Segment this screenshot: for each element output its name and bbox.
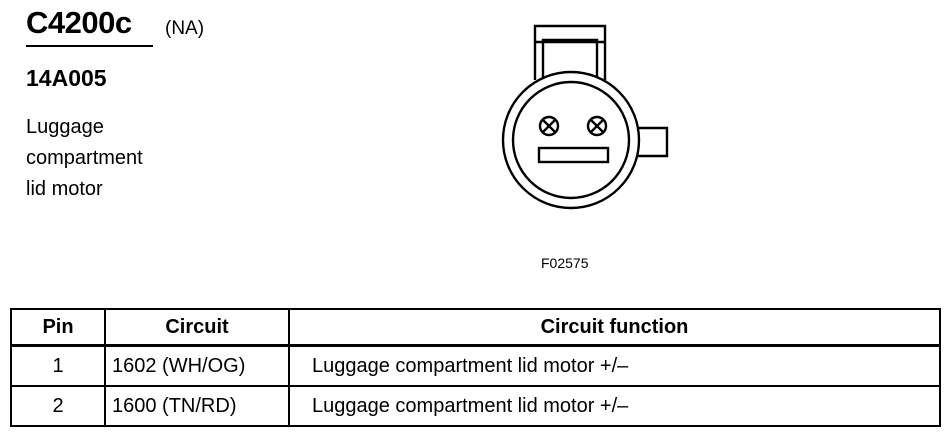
locking-tab-inner bbox=[541, 38, 599, 78]
column-header-pin: Pin bbox=[10, 308, 106, 347]
pin-cell: 2 bbox=[10, 385, 106, 427]
figure-id: F02575 bbox=[541, 255, 589, 271]
locking-tab-outer bbox=[533, 24, 607, 80]
table-header-row: Pin Circuit Circuit function bbox=[10, 308, 941, 347]
column-header-circuit-function: Circuit function bbox=[288, 308, 941, 347]
connector-face-drawing bbox=[501, 24, 669, 210]
circuit-cell: 1602 (WH/OG) bbox=[104, 344, 290, 387]
table-row: 1 1602 (WH/OG) Luggage compartment lid m… bbox=[10, 344, 941, 387]
connector-qualifier: (NA) bbox=[165, 18, 205, 39]
component-name-line-1: Luggage bbox=[26, 116, 104, 138]
connector-code: C4200c bbox=[26, 5, 132, 40]
terminal-1 bbox=[538, 115, 560, 137]
pin-cell: 1 bbox=[10, 344, 106, 387]
component-name: Luggage compartment lid motor bbox=[26, 112, 226, 205]
table-row: 2 1600 (TN/RD) Luggage compartment lid m… bbox=[10, 385, 941, 427]
column-header-circuit: Circuit bbox=[104, 308, 290, 347]
keyway-slot bbox=[537, 146, 610, 164]
component-name-line-2: compartment bbox=[26, 147, 143, 169]
connector-code-underline bbox=[26, 45, 153, 47]
component-name-line-3: lid motor bbox=[26, 178, 103, 200]
part-number: 14A005 bbox=[26, 65, 107, 91]
pin-table: Pin Circuit Circuit function 1 1602 (WH/… bbox=[10, 308, 941, 427]
circuit-cell: 1600 (TN/RD) bbox=[104, 385, 290, 427]
circuit-function-cell: Luggage compartment lid motor +/– bbox=[288, 385, 941, 427]
side-latch bbox=[637, 126, 669, 158]
circuit-function-cell: Luggage compartment lid motor +/– bbox=[288, 344, 941, 387]
housing-inner-face bbox=[511, 80, 631, 200]
terminal-2 bbox=[586, 115, 608, 137]
